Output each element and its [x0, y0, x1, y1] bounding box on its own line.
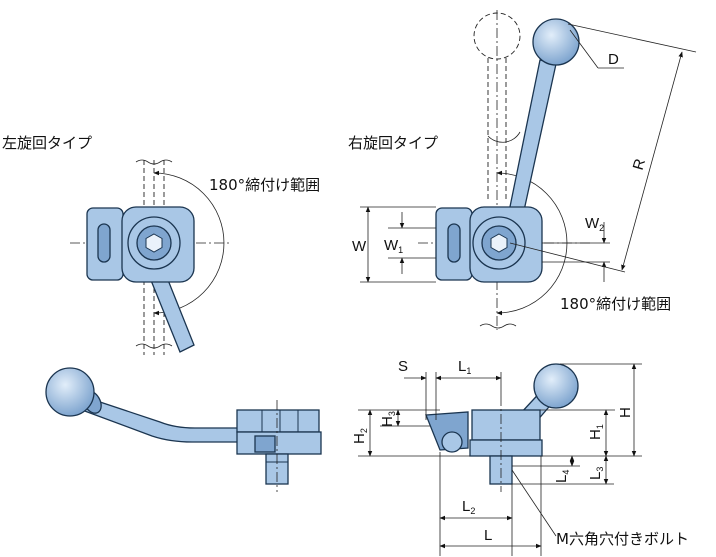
- right-type-label: 右旋回タイプ: [348, 134, 438, 152]
- left-side-lever: [81, 397, 241, 443]
- right-side-clamp-nut: [441, 431, 463, 453]
- dim-W2: W2: [585, 215, 604, 233]
- left-side-top-block: [236, 409, 320, 433]
- left-side-ball: [45, 367, 95, 417]
- left-type-top-view: 左旋回タイプ 180°締付け範囲: [2, 134, 320, 355]
- dim-H3: H3: [379, 411, 397, 427]
- hex-bolt-label: M六角穴付きボルト: [556, 530, 689, 548]
- left-side-bolt-head: [254, 435, 276, 453]
- d-leader-1: [569, 29, 599, 69]
- left-side-base: [236, 431, 322, 455]
- right-side-ball: [533, 363, 579, 409]
- dim-H1: H1: [587, 424, 605, 440]
- right-side-body: [471, 409, 541, 441]
- right-hex-socket-icon: [490, 233, 508, 253]
- right-range-label: 180°締付け範囲: [560, 295, 671, 313]
- left-side-view: [45, 367, 322, 492]
- left-range-arc: [153, 170, 225, 316]
- right-slot: [447, 223, 461, 263]
- left-break-bottom: [135, 343, 173, 349]
- left-range-label: 180°締付け範囲: [209, 176, 320, 194]
- dim-W1: W1: [384, 237, 403, 255]
- right-type-top-view: 右旋回タイプ 180°締付け範囲 W W1: [348, 10, 697, 330]
- dim-H2: H2: [351, 428, 369, 444]
- dim-L1: L1: [458, 358, 471, 376]
- dim-R: R: [630, 157, 649, 172]
- bolt-leader: [511, 469, 557, 537]
- r-dim-line: [621, 51, 683, 271]
- left-type-label: 左旋回タイプ: [2, 134, 92, 152]
- dim-W: W: [352, 238, 367, 255]
- r-ext-bottom: [509, 242, 626, 273]
- left-slot: [97, 223, 111, 263]
- rotation-small-arc: [487, 131, 521, 143]
- left-break-top: [135, 159, 173, 165]
- dim-S: S: [398, 358, 408, 375]
- dim-L3: L3: [587, 467, 605, 480]
- right-break-bottom: [479, 323, 517, 329]
- right-lever-ball: [532, 18, 580, 66]
- dim-D: D: [608, 51, 619, 68]
- dim-L4: L4: [553, 470, 571, 483]
- r-ext-top: [567, 23, 697, 53]
- right-side-base: [469, 439, 543, 457]
- right-side-view: S L1 H2 H3 H H1 L4 L3 L2 L M六角: [351, 358, 689, 556]
- dim-H: H: [617, 407, 634, 418]
- left-hex-socket-icon: [145, 233, 163, 253]
- dim-L: L: [484, 527, 492, 544]
- dim-L2: L2: [462, 498, 475, 516]
